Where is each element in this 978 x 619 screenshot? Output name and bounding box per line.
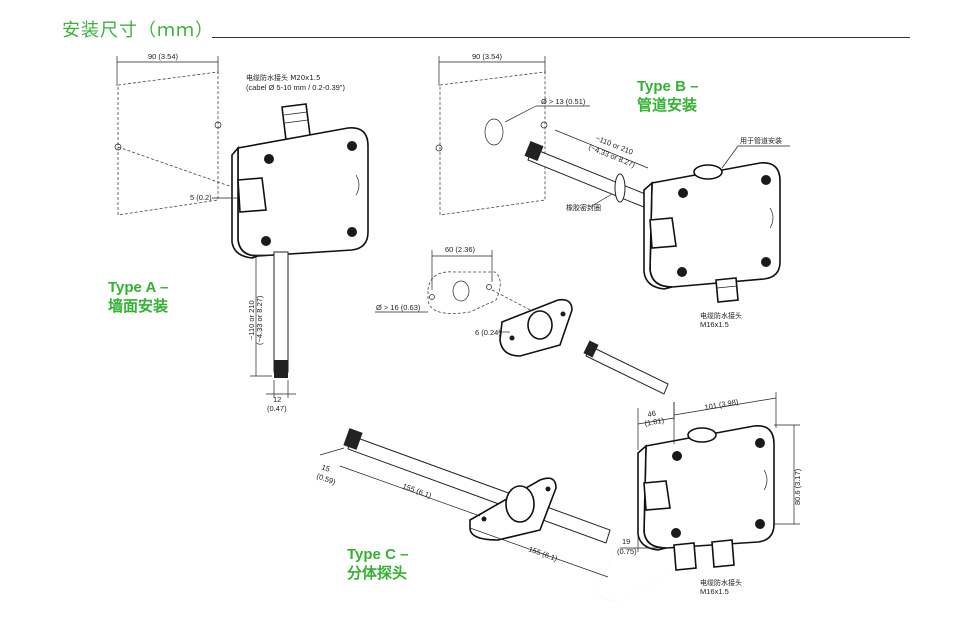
type-c-gland-label: 电缆防水接头 — [700, 578, 742, 587]
type-b-width-dim: 90 (3.54) — [472, 52, 503, 61]
type-b-duct-outline — [439, 71, 546, 216]
type-a-probe-len-inch: (~4.33 or 8.27) — [255, 295, 264, 345]
type-b-seal-label: 橡胶密封圈 — [566, 203, 601, 212]
type-c-tip-dim-inch: (0.59) — [315, 471, 337, 486]
title-rule — [212, 37, 910, 38]
flange-probe — [585, 345, 669, 395]
type-c-tip-dim: 15 — [320, 462, 331, 473]
type-a-cable-gland — [281, 103, 311, 141]
flange-hole-dim: Ø > 16 (0.63) — [376, 303, 421, 312]
flange-duct-outline — [427, 271, 501, 314]
type-c-cable-gland-2 — [711, 539, 735, 568]
type-c-depth-dim: 46 — [647, 409, 657, 419]
type-a-gland-label: 电缆防水接头 M20x1.5 — [246, 73, 320, 82]
type-a-wall-hole — [214, 121, 222, 129]
flange-group: 60 (2.36) Ø > 16 (0.63) 6 (0.24) — [375, 245, 669, 395]
type-c-len1-dim: 155 (6.1) — [401, 481, 433, 500]
type-a-label-cn: 墙面安装 — [108, 297, 169, 315]
type-c-gland-offset-dim: 19 — [622, 537, 630, 546]
type-a-hole-dim: 5 (0.2) — [190, 193, 212, 202]
type-c-depth-dim-inch: (1.81) — [644, 416, 665, 428]
type-a-width-dim: 90 (3.54) — [148, 52, 179, 61]
type-c-label: Type C – — [347, 546, 408, 563]
type-b-seal-ring — [614, 173, 626, 203]
type-a-hole-bracket — [237, 177, 267, 213]
type-a-wall-hole-2 — [114, 143, 122, 151]
type-a-label: Type A – — [108, 279, 168, 296]
type-b-hole-dim: Ø > 13 (0.51) — [541, 97, 586, 106]
type-a-wall-outline — [117, 71, 219, 216]
type-b-gland-spec: M16x1.5 — [700, 320, 729, 329]
type-a-probe-tip — [274, 360, 288, 378]
type-a-probe-dia-inch: (0.47) — [267, 404, 287, 413]
type-c-gland-spec: M16x1.5 — [700, 587, 729, 596]
type-c-height-dim: 80.6 (3.17) — [793, 468, 802, 505]
type-a-probe-len: ~110 or 210 — [247, 300, 256, 340]
type-a-gland-spec: (cabel Ø 5-10 mm / 0.2-0.39") — [246, 83, 345, 92]
type-b-duct-hole — [484, 118, 504, 146]
type-b-duct-mount-label: 用于管道安装 — [740, 136, 782, 145]
type-b-cable-gland — [715, 277, 739, 303]
type-b-gland-label: 电缆防水接头 — [700, 311, 742, 320]
type-a-probe — [273, 251, 289, 373]
type-c-width-dim: 101 (3.98) — [704, 397, 740, 412]
type-b-group: 90 (3.54) Ø > 13 (0.51) Type B – 管道安装 橡胶… — [435, 52, 790, 329]
type-c-len2-dim: 155 (6.1) — [527, 544, 559, 563]
type-a-probe-dia: 12 — [273, 395, 281, 404]
type-b-label: Type B – — [637, 78, 698, 95]
flange-screw-dim: 6 (0.24) — [475, 328, 501, 337]
type-c-gland-offset-dim-inch: (0.75) — [617, 547, 637, 556]
type-a-group: 90 (3.54) 电缆防水接头 M20x1.5 (cabel Ø 5-10 m… — [108, 52, 369, 413]
type-c-cable-gland-1 — [673, 542, 697, 571]
type-c-label-cn: 分体探头 — [347, 564, 407, 582]
type-b-label-cn: 管道安装 — [637, 96, 698, 114]
type-b-probe — [527, 147, 661, 213]
flange-width-dim: 60 (2.36) — [445, 245, 476, 254]
page-title: 安装尺寸（ｍｍ） — [62, 20, 214, 41]
type-c-group: 15 (0.59) 155 (6.1) 155 (6.1) Type C – 分… — [315, 392, 802, 603]
